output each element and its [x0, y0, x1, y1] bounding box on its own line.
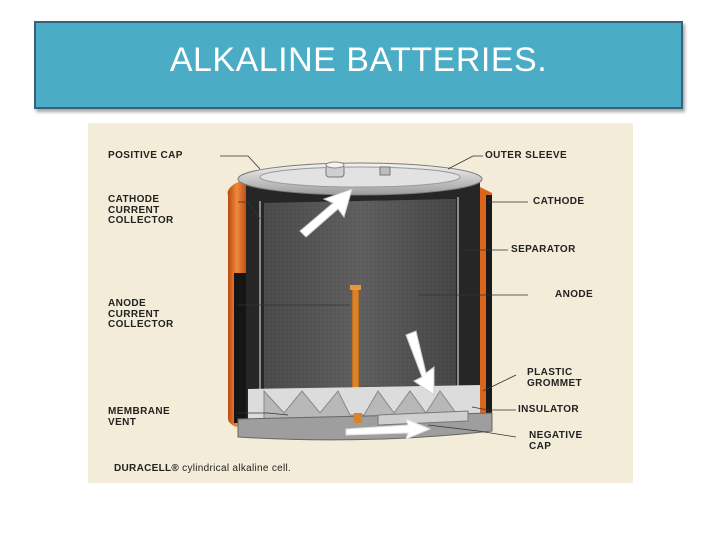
- arrow-down-icon: [405, 330, 435, 396]
- outer-can-left: [234, 273, 248, 423]
- label-anode: ANODE: [555, 289, 594, 300]
- label-separator: SEPARATOR: [511, 244, 576, 255]
- label-cathode-current-collector: CATHODE CURRENT COLLECTOR: [108, 194, 174, 226]
- arrow-up-icon: [299, 188, 353, 238]
- figure-caption: DURACELL® cylindrical alkaline cell.: [114, 463, 291, 474]
- battery-cutaway-figure: POSITIVE CAP CATHODE CURRENT COLLECTOR A…: [88, 123, 633, 483]
- label-negative-cap: NEGATIVE CAP: [529, 430, 583, 452]
- label-membrane-vent: MEMBRANE VENT: [108, 406, 171, 428]
- arrow-right-icon: [345, 418, 432, 440]
- caption-text: cylindrical alkaline cell.: [179, 463, 292, 474]
- left-leader-lines: [220, 155, 350, 416]
- battery-diagram: [220, 155, 528, 441]
- right-leader-lines: [418, 155, 528, 438]
- caption-brand: DURACELL®: [114, 463, 180, 474]
- label-anode-current-collector: ANODE CURRENT COLLECTOR: [108, 298, 174, 330]
- label-plastic-grommet: PLASTIC GROMMET: [527, 367, 583, 389]
- label-cathode: CATHODE: [533, 196, 585, 207]
- label-outer-sleeve: OUTER SLEEVE: [485, 150, 568, 161]
- label-insulator: INSULATOR: [518, 404, 580, 415]
- label-positive-cap: POSITIVE CAP: [108, 150, 183, 161]
- title-banner: ALKALINE BATTERIES.: [34, 21, 683, 109]
- slide-title: ALKALINE BATTERIES.: [169, 40, 548, 79]
